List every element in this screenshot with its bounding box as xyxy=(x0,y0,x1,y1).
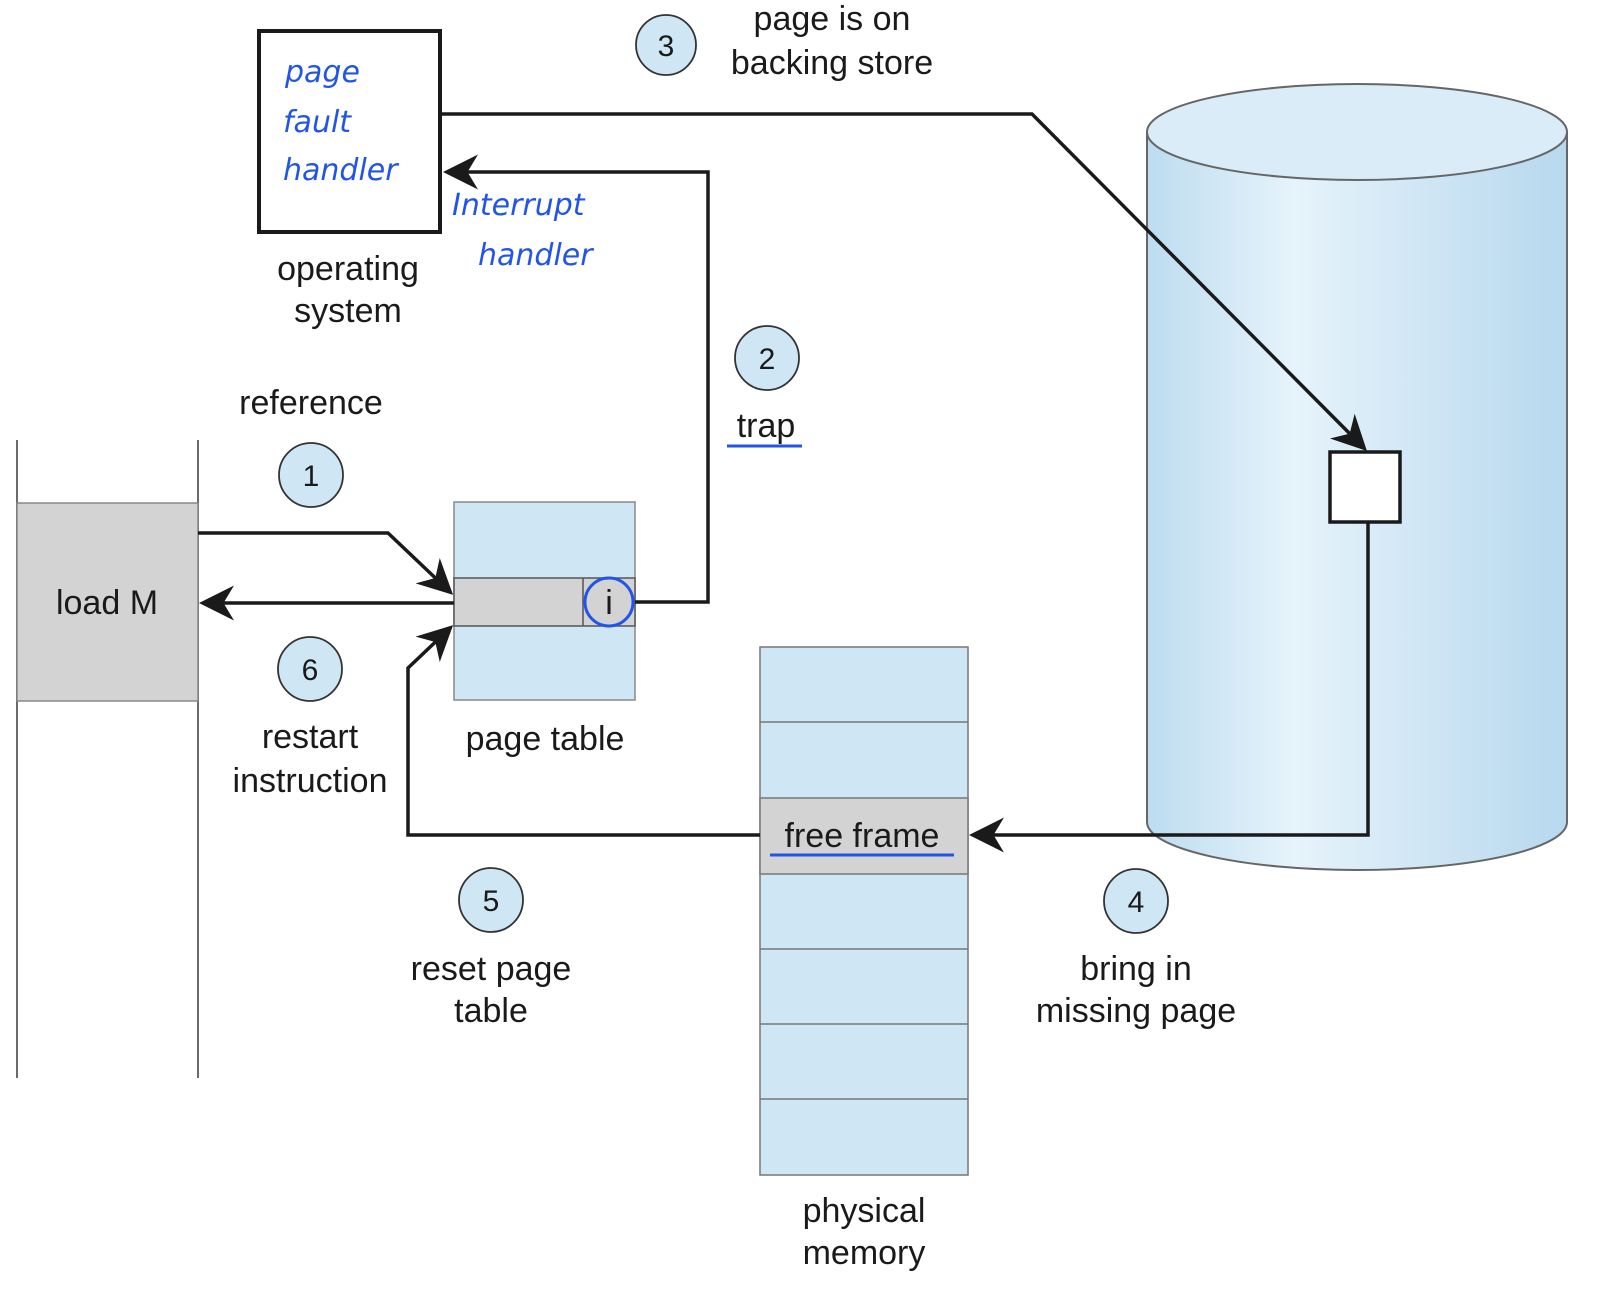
missing-page-block xyxy=(1328,450,1402,524)
invalid-bit-annotation-circle xyxy=(583,576,635,628)
annotation-page: page xyxy=(284,55,360,90)
step-1-number: 1 xyxy=(303,460,320,493)
page-table-label: page table xyxy=(466,720,625,758)
step-2-number: 2 xyxy=(759,343,776,376)
annotation-interrupt: Interrupt xyxy=(452,188,586,223)
arrow-reference xyxy=(198,531,454,595)
os-label-line2: system xyxy=(294,292,402,330)
backing-store-disk xyxy=(1146,83,1568,871)
step-3-badge: 3 xyxy=(635,14,697,76)
arrow-reset-page-table xyxy=(406,625,760,837)
step-5-label-line2: table xyxy=(454,992,528,1030)
step-5-number: 5 xyxy=(483,885,500,918)
free-frame-label: free frame xyxy=(785,817,940,855)
physical-memory xyxy=(759,646,969,1176)
arrow-backing-store xyxy=(440,112,1367,451)
step-5-badge: 5 xyxy=(458,867,524,933)
step-4-number: 4 xyxy=(1128,886,1145,919)
step-1-label: reference xyxy=(239,384,383,422)
step-6-label-line1: restart xyxy=(262,718,359,756)
step-2-badge: 2 xyxy=(734,325,800,391)
os-label-line1: operating xyxy=(277,250,419,288)
step-6-number: 6 xyxy=(302,654,319,687)
physical-memory-label-line2: memory xyxy=(803,1234,926,1272)
step-3-label-line1: page is on xyxy=(754,0,911,38)
step-6-label-line2: instruction xyxy=(233,762,388,800)
step-1-badge: 1 xyxy=(278,442,344,508)
annotation-fault: fault xyxy=(283,105,352,140)
arrow-bring-in-page xyxy=(969,522,1370,853)
step-4-badge: 4 xyxy=(1103,868,1169,934)
free-frame xyxy=(759,797,969,875)
invalid-bit: i xyxy=(605,584,613,622)
load-m-label: load M xyxy=(56,584,158,622)
annotation-interrupt-handler: handler xyxy=(478,238,594,273)
step-6-badge: 6 xyxy=(277,636,343,702)
arrow-trap xyxy=(443,154,710,604)
step-5-label-line1: reset page xyxy=(411,950,572,988)
step-4-label-line1: bring in xyxy=(1080,950,1192,988)
step-2-label: trap xyxy=(737,407,796,445)
step-4-label-line2: missing page xyxy=(1036,992,1236,1030)
physical-memory-label-line1: physical xyxy=(803,1192,926,1230)
load-m-instruction-box xyxy=(16,502,199,702)
step-3-number: 3 xyxy=(658,30,675,63)
operating-system-box xyxy=(257,29,442,234)
step-3-label-line2: backing store xyxy=(731,44,933,82)
page-table: i xyxy=(453,501,636,701)
annotation-handler: handler xyxy=(283,153,399,188)
